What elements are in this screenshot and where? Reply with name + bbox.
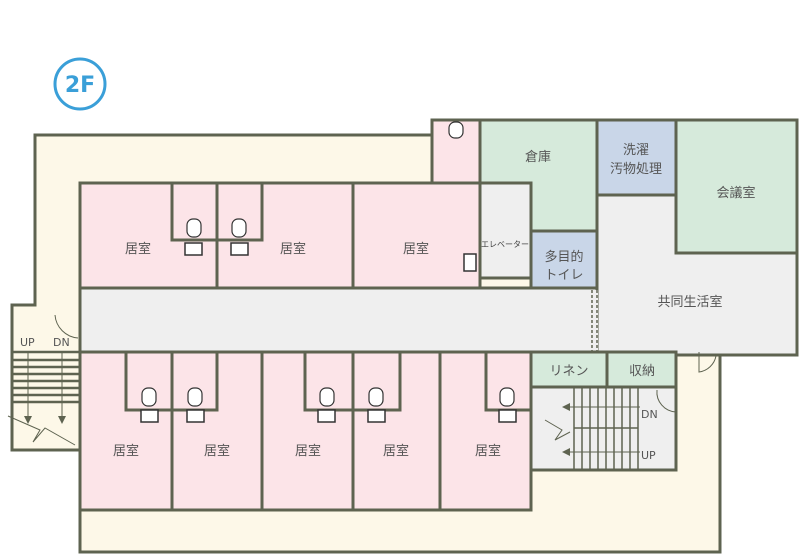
accessible-toilet [529, 229, 599, 290]
room-label: 居室 [403, 241, 429, 257]
toilet-icon [141, 121, 515, 407]
room-label: 居室 [113, 443, 139, 459]
room-label: 居室 [280, 241, 306, 257]
stairs-down-label: DN [53, 336, 70, 349]
closet [605, 350, 678, 389]
storage-label: 倉庫 [525, 150, 551, 165]
closet-label: 収納 [629, 364, 655, 379]
corridor [78, 286, 599, 354]
stairs-up-label: UP [641, 449, 656, 462]
linen-label: リネン [549, 364, 588, 379]
toilet-label: 多目的 [544, 249, 583, 265]
stairs-up-label: UP [20, 336, 35, 349]
room-label: 居室 [383, 443, 409, 459]
sink-icon [140, 242, 517, 423]
toilet-label: トイレ [544, 268, 583, 283]
room-label: 居室 [204, 443, 230, 459]
room-label: 居室 [475, 443, 501, 459]
meeting-room [674, 118, 799, 255]
elevator [478, 181, 533, 280]
meeting-label: 会議室 [716, 185, 755, 201]
top-rooms [78, 181, 482, 290]
laundry-label: 汚物処理 [610, 162, 662, 177]
left-stairs [7, 350, 80, 446]
floor-badge: 2F [53, 57, 107, 111]
room-label: 居室 [295, 443, 321, 459]
stairs-down-label: DN [641, 408, 658, 421]
laundry-label: 洗濯 [623, 143, 649, 158]
elevator-label: エレベーター [481, 240, 529, 249]
common-room-label: 共同生活室 [657, 294, 722, 310]
floor-label: 2F [65, 73, 95, 98]
room-label: 居室 [125, 241, 151, 257]
